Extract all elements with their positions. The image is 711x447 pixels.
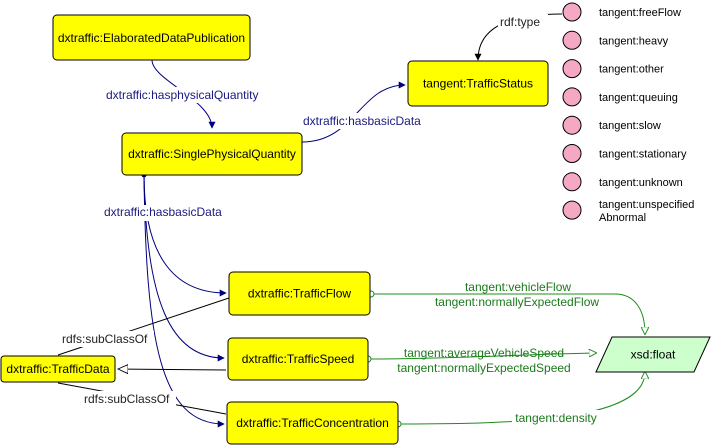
svg-text:dxtraffic:SinglePhysicalQuanti: dxtraffic:SinglePhysicalQuantity	[128, 147, 296, 161]
status-value-label: tangent:heavy	[599, 35, 669, 47]
edge-has-basic-data-speed	[143, 174, 225, 362]
edge-speed-to-float	[369, 353, 596, 360]
svg-text:tangent:TrafficStatus: tangent:TrafficStatus	[423, 77, 533, 91]
edge-label-has-basic-data: dxtraffic:hasbasicData	[104, 205, 222, 219]
status-value-label: tangent:other	[599, 64, 664, 76]
status-value-item[interactable]: tangent:stationary	[562, 144, 687, 163]
edge-flow-to-float	[373, 293, 645, 334]
status-value-circle	[562, 172, 582, 192]
conc-prop-label: tangent:density	[515, 411, 596, 425]
node-single-physical-quantity[interactable]: dxtraffic:SinglePhysicalQuantity	[121, 132, 303, 176]
svg-text:dxtraffic:ElaboratedDataPublic: dxtraffic:ElaboratedDataPublication	[58, 31, 245, 45]
svg-text:dxtraffic:TrafficConcentration: dxtraffic:TrafficConcentration	[236, 416, 389, 430]
status-value-circle	[562, 30, 582, 50]
node-traffic-data[interactable]: dxtraffic:TrafficData	[0, 355, 116, 383]
node-traffic-concentration[interactable]: dxtraffic:TrafficConcentration	[226, 401, 399, 445]
edge-has-basic-data-flow	[143, 174, 227, 297]
node-traffic-status[interactable]: tangent:TrafficStatus	[407, 60, 549, 107]
edge-label-rdf-type: rdf:type	[500, 15, 540, 29]
speed-prop-label-2: tangent:normallyExpectedSpeed	[397, 361, 570, 375]
edge-label-subclass-2: rdfs:subClassOf	[84, 392, 170, 406]
status-value-label: tangent:slow	[599, 120, 661, 132]
svg-text:dxtraffic:TrafficFlow: dxtraffic:TrafficFlow	[248, 287, 351, 301]
node-traffic-speed[interactable]: dxtraffic:TrafficSpeed	[227, 337, 369, 381]
status-value-label: tangent:stationary	[599, 149, 687, 161]
status-value-label: tangent:unknown	[599, 177, 683, 189]
status-value-circle	[562, 87, 582, 107]
status-value-circle	[562, 2, 582, 22]
status-value-circle	[562, 144, 582, 163]
speed-prop-label-1: tangent:averageVehicleSpeed	[404, 346, 564, 360]
edge-subclass-speed	[118, 369, 227, 370]
status-value-label: tangent:freeFlow	[599, 7, 681, 19]
edge-label-has-physical-quantity: dxtraffic:hasphysicalQuantity	[106, 88, 259, 102]
node-traffic-flow[interactable]: dxtraffic:TrafficFlow	[228, 271, 371, 316]
flow-prop-label-2: tangent:normallyExpectedFlow	[435, 295, 599, 309]
svg-text:dxtraffic:TrafficSpeed: dxtraffic:TrafficSpeed	[242, 352, 355, 366]
edge-label-has-basic-data-status: dxtraffic:hasbasicData	[303, 114, 421, 128]
node-elaborated-data-publication[interactable]: dxtraffic:ElaboratedDataPublication	[52, 14, 251, 61]
svg-text:xsd:float: xsd:float	[631, 348, 676, 362]
status-value-circle	[562, 59, 582, 79]
flow-prop-label-1: tangent:vehicleFlow	[465, 280, 571, 294]
edge-label-subclass-1: rdfs:subClassOf	[62, 332, 148, 346]
status-value-circle	[562, 200, 582, 220]
status-value-list: tangent:freeFlow tangent:heavy tangent:oth…	[562, 2, 694, 224]
status-value-item[interactable]: tangent:queuing	[562, 87, 678, 107]
node-xsd-float[interactable]: xsd:float	[595, 336, 711, 373]
edge-has-basic-data-concentration	[143, 174, 225, 428]
status-value-item[interactable]: tangent:freeFlow	[562, 2, 681, 22]
status-value-item[interactable]: tangent:unknown	[562, 172, 683, 192]
status-value-item[interactable]: tangent:slow	[562, 115, 661, 135]
status-value-item[interactable]: tangent:other	[562, 59, 664, 79]
status-value-label: tangent:queuing	[599, 92, 678, 104]
status-value-circle	[562, 115, 582, 135]
svg-text:dxtraffic:TrafficData: dxtraffic:TrafficData	[6, 362, 109, 376]
status-value-item[interactable]: tangent:heavy	[562, 30, 669, 50]
